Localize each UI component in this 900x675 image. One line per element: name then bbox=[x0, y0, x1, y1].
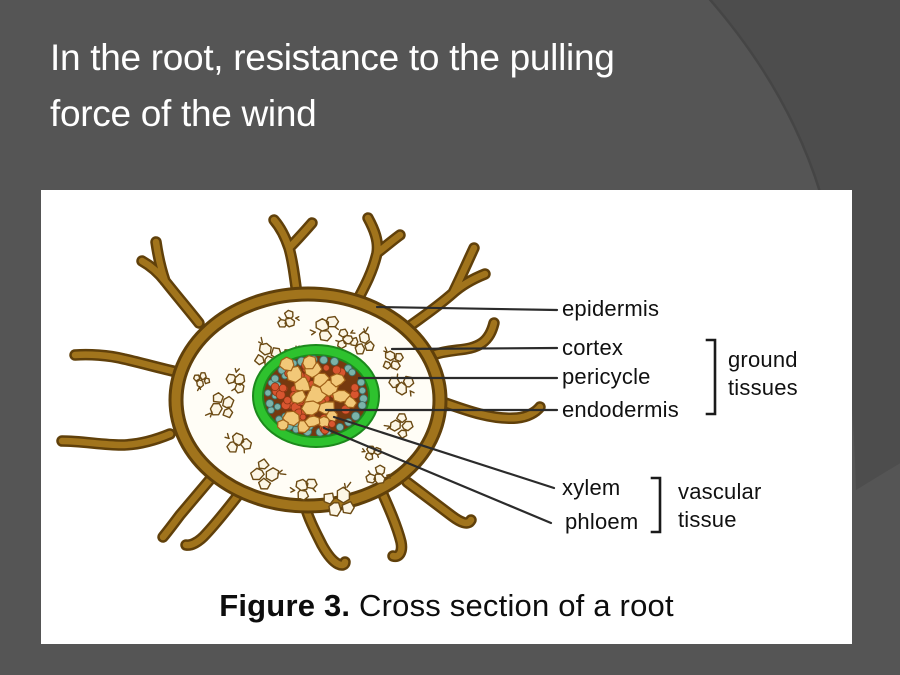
label-endodermis: endodermis bbox=[562, 397, 679, 422]
label-vascular-tissue-line-1: vascular bbox=[678, 479, 762, 504]
label-cortex: cortex bbox=[562, 335, 624, 360]
label-vascular-tissue-line-2: tissue bbox=[678, 507, 737, 532]
label-ground-tissues-line-2: tissues bbox=[728, 375, 798, 400]
label-epidermis: epidermis bbox=[562, 296, 660, 321]
slide-title-line-1: In the root, resistance to the pulling bbox=[50, 37, 615, 78]
root-cross-section-drawing bbox=[56, 212, 717, 571]
figure-caption-number: Figure 3. bbox=[219, 588, 351, 623]
label-vascular-tissue: vascular tissue bbox=[678, 478, 762, 534]
figure-panel: epidermis cortex pericycle endodermis xy… bbox=[41, 190, 852, 644]
background-arc-shade bbox=[710, 0, 900, 490]
figure-caption-text: Cross section of a root bbox=[350, 588, 674, 623]
slide-title-line-2: force of the wind bbox=[50, 93, 317, 134]
label-ground-tissues-line-1: ground bbox=[728, 347, 798, 372]
slide-title: In the root, resistance to the pulling f… bbox=[50, 30, 615, 142]
figure-caption: Figure 3. Cross section of a root bbox=[41, 588, 852, 624]
label-xylem: xylem bbox=[562, 475, 621, 500]
label-pericycle: pericycle bbox=[562, 364, 651, 389]
label-ground-tissues: ground tissues bbox=[728, 346, 798, 402]
background-arc-line bbox=[708, 0, 822, 193]
label-phloem: phloem bbox=[565, 509, 639, 534]
